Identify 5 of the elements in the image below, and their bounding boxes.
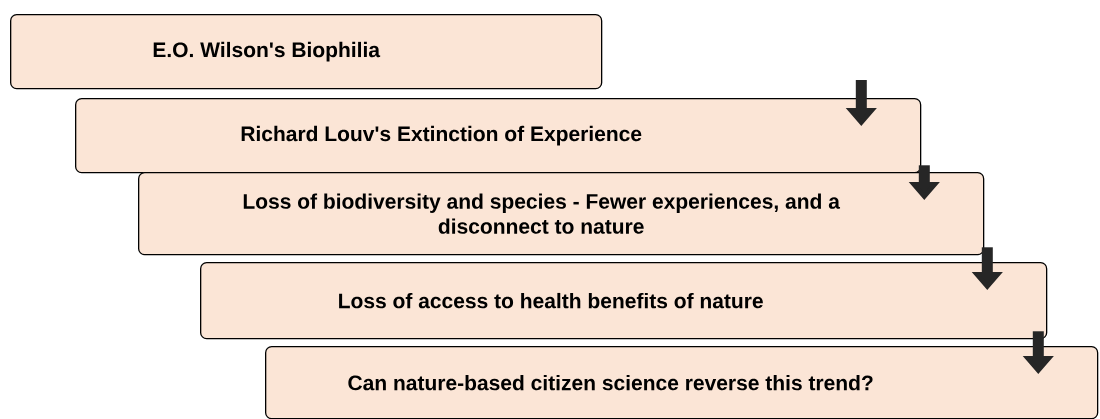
- process-box: Richard Louv's Extinction of Experience: [75, 98, 922, 174]
- process-box: Loss of access to health benefits of nature: [200, 262, 1048, 340]
- process-box: Can nature-based citizen science reverse this trend?: [265, 346, 1099, 419]
- process-box: Loss of biodiversity and species - Fewer experiences, and a disconnect to nature: [138, 172, 985, 256]
- process-box: E.O. Wilson's Biophilia: [10, 14, 603, 90]
